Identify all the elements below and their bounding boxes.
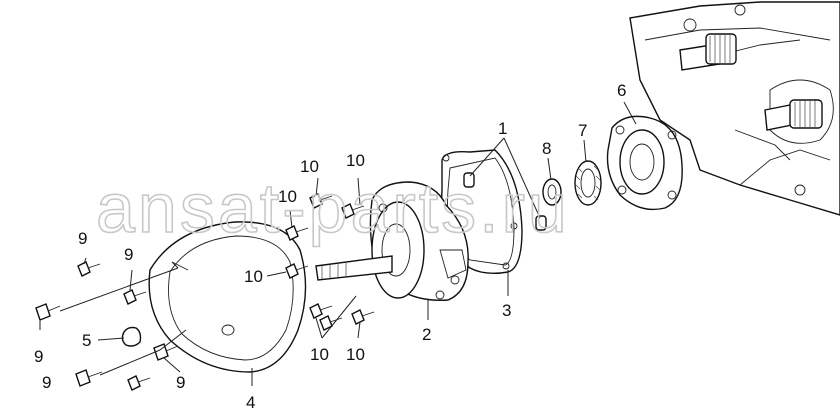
callout-9e: 9 <box>176 373 185 392</box>
bolt-10-c <box>285 225 309 241</box>
watermark-text: ansat-parts.ru <box>96 169 570 247</box>
callout-10c: 10 <box>278 187 297 206</box>
callout-8: 8 <box>542 139 551 158</box>
callout-9c: 9 <box>34 347 43 366</box>
callout-2: 2 <box>422 325 431 344</box>
bolt-9-c <box>35 303 61 321</box>
callout-7: 7 <box>578 121 587 140</box>
bolt-10-e <box>309 303 333 319</box>
bolt-10-d <box>285 263 309 279</box>
bolt-9-f <box>127 375 151 391</box>
callout-3: 3 <box>502 301 511 320</box>
bolt-10-a <box>309 193 333 209</box>
callout-10f: 10 <box>346 345 365 364</box>
callout-10e: 10 <box>310 345 329 364</box>
callout-9b: 9 <box>124 245 133 264</box>
leader-lines <box>39 101 637 386</box>
output-shaft <box>315 255 393 281</box>
crankcase-shaft-lower <box>734 99 823 161</box>
bolt-10-b <box>341 203 365 219</box>
callout-9a: 9 <box>78 229 87 248</box>
part-4-outer-cover <box>148 221 307 373</box>
callout-4: 4 <box>246 393 255 410</box>
bolt-9-b <box>123 289 147 305</box>
part-6-clutch-assembly <box>606 115 683 211</box>
callout-10d: 10 <box>244 267 263 286</box>
callout-9d: 9 <box>42 373 51 392</box>
crankcase-shaft-upper <box>679 33 737 71</box>
part-7-bearing <box>574 160 602 206</box>
bolt-10-g <box>351 309 375 325</box>
callout-6: 6 <box>617 81 626 100</box>
callout-labels: 1 2 3 4 5 6 7 8 9 9 9 9 9 10 10 10 10 10… <box>34 81 626 410</box>
part-8-seal <box>542 178 562 206</box>
dowel-pins <box>463 172 547 231</box>
bolt-9-a <box>77 261 101 277</box>
callout-10b: 10 <box>346 151 365 170</box>
callout-5: 5 <box>82 331 91 350</box>
bolt-9-e <box>75 369 103 387</box>
callout-1: 1 <box>498 119 507 138</box>
bolt-9-d <box>153 343 179 361</box>
part-5-grommet <box>121 326 142 347</box>
part-2-cover-housing <box>369 181 469 301</box>
callout-10a: 10 <box>300 157 319 176</box>
